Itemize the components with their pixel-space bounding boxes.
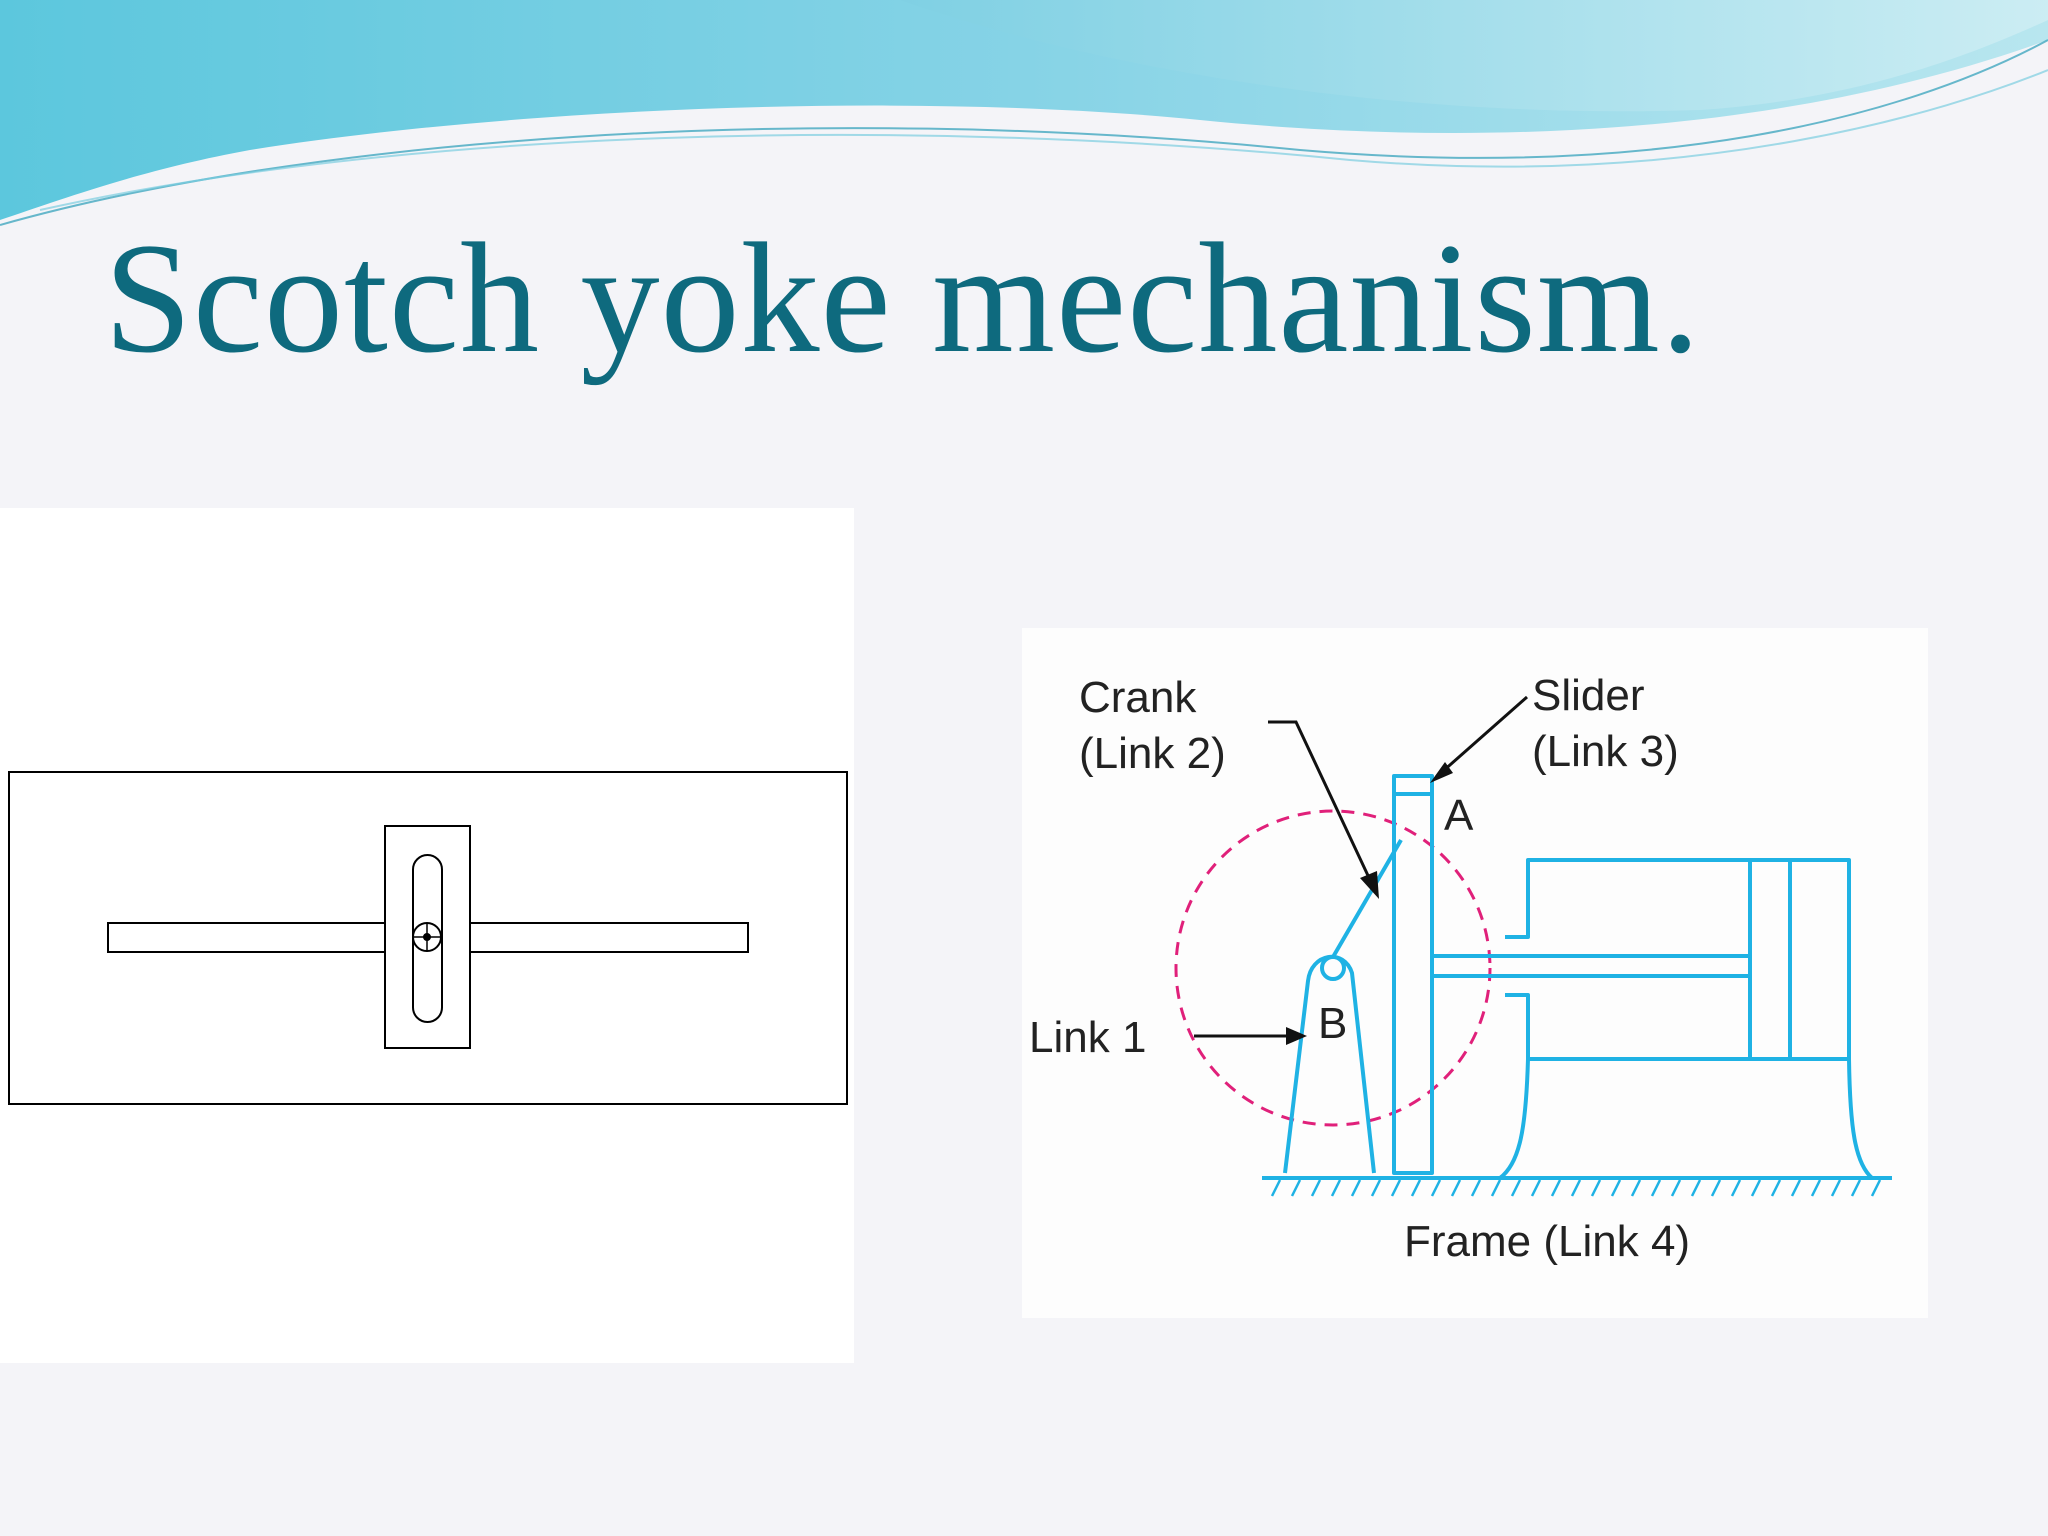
cylinder-support-right [1847,1058,1874,1180]
slider-arrowhead [1430,762,1453,783]
yoke-labelled-diagram: Crank (Link 2) Slider (Link 3) A B Link … [1029,671,1892,1266]
cylinder-support-left [1498,1058,1530,1180]
hatch-mark [1370,1179,1382,1197]
hatch-mark [1430,1179,1442,1197]
outer-frame [8,771,848,1105]
crank-leader [1268,720,1373,883]
hatch-mark [1610,1179,1622,1197]
slide-title: Scotch yoke mechanism. [104,211,1702,386]
hatch-mark [1590,1179,1602,1197]
crank-path-circle [1174,809,1492,1127]
cylinder-body [1505,858,1851,1061]
hatch-mark [1650,1179,1662,1197]
wave-line-1 [0,39,2048,226]
yoke-labelled-panel: Crank (Link 2) Slider (Link 3) A B Link … [1022,628,1928,1318]
hatch-mark [1830,1179,1842,1197]
hatch-mark [1570,1179,1582,1197]
label-point-a: A [1444,791,1474,840]
link1-arrowhead [1286,1027,1307,1045]
hatch-mark [1810,1179,1822,1197]
wave-highlight [900,0,2048,112]
wave-line-2 [39,69,2048,211]
hatch-mark [1410,1179,1422,1197]
header-wave [0,0,2048,226]
link1-support [1283,954,1376,1174]
hatch-mark [1330,1179,1342,1197]
slider-leader [1441,695,1528,774]
yoke-schematic [8,771,848,1105]
hatch-mark [1670,1179,1682,1197]
label-frame: Frame (Link 4) [1404,1217,1690,1266]
frame-hatching [1270,1179,1882,1197]
crank-link [1331,838,1403,959]
yoke-schematic-panel [0,508,854,1363]
hatch-mark [1730,1179,1742,1197]
hatch-mark [1550,1179,1562,1197]
hatch-mark [1870,1179,1882,1197]
hatch-mark [1770,1179,1782,1197]
hatch-mark [1310,1179,1322,1197]
label-point-b: B [1318,999,1347,1048]
hatch-mark [1510,1179,1522,1197]
hatch-mark [1850,1179,1862,1197]
label-slider-link: (Link 3) [1532,727,1679,776]
hatch-mark [1750,1179,1762,1197]
hatch-mark [1290,1179,1302,1197]
hatch-mark [1690,1179,1702,1197]
hatch-mark [1470,1179,1482,1197]
label-slider: Slider [1532,671,1645,720]
hatch-mark [1530,1179,1542,1197]
hatch-mark [1450,1179,1462,1197]
hatch-mark [1390,1179,1402,1197]
label-crank-link: (Link 2) [1079,729,1226,778]
hatch-mark [1790,1179,1802,1197]
pivot-b-hole [1320,955,1346,981]
crank-pin-center [423,933,431,941]
hatch-mark [1710,1179,1722,1197]
slider-bar [1392,774,1434,1175]
hatch-mark [1630,1179,1642,1197]
hatch-mark [1350,1179,1362,1197]
label-crank: Crank [1079,673,1197,722]
hatch-mark [1270,1179,1282,1197]
label-link1: Link 1 [1029,1013,1146,1062]
hatch-mark [1490,1179,1502,1197]
crank-arrowhead [1360,871,1379,899]
